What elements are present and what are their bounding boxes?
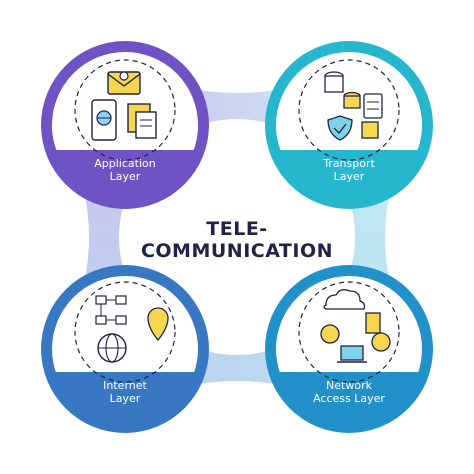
application-layer-label: Application Layer [65, 157, 185, 183]
usb-icon [365, 312, 381, 334]
server-icon [363, 93, 383, 119]
security-shield-icon [327, 115, 353, 141]
application-label-line1: Application [94, 157, 156, 170]
transport-layer-node [265, 41, 433, 209]
globe-icon [97, 333, 127, 363]
application-label-line2: Layer [109, 170, 141, 183]
transport-label-line2: Layer [333, 170, 365, 183]
network-access-layer-label: Network Access Layer [289, 379, 409, 405]
application-layer-node [41, 41, 209, 209]
internet-layer-label: Internet Layer [65, 379, 185, 405]
center-title-line2: COMMUNICATION [140, 240, 334, 262]
ip-location-pin-icon [147, 307, 169, 342]
globe-icon [320, 324, 391, 352]
network-access-label-line1: Network [326, 379, 372, 392]
center-title-line1: TELE- [206, 218, 268, 240]
documents-icon [127, 103, 157, 139]
cpu-chip-icon [361, 121, 379, 139]
network-access-layer-node [265, 265, 433, 433]
network-access-label-line2: Access Layer [313, 392, 385, 405]
cloud-icon [323, 289, 366, 310]
transport-layer-label: Transport Layer [289, 157, 409, 183]
laptop-icon [337, 345, 367, 363]
internet-label-line2: Layer [109, 392, 141, 405]
email-envelope-icon [107, 71, 141, 95]
network-topology-icon [95, 295, 127, 325]
smartphone-globe-icon [91, 99, 117, 141]
internet-layer-node [41, 265, 209, 433]
transport-label-line1: Transport [323, 157, 375, 170]
database-icon [324, 71, 361, 109]
internet-label-line1: Internet [103, 379, 147, 392]
